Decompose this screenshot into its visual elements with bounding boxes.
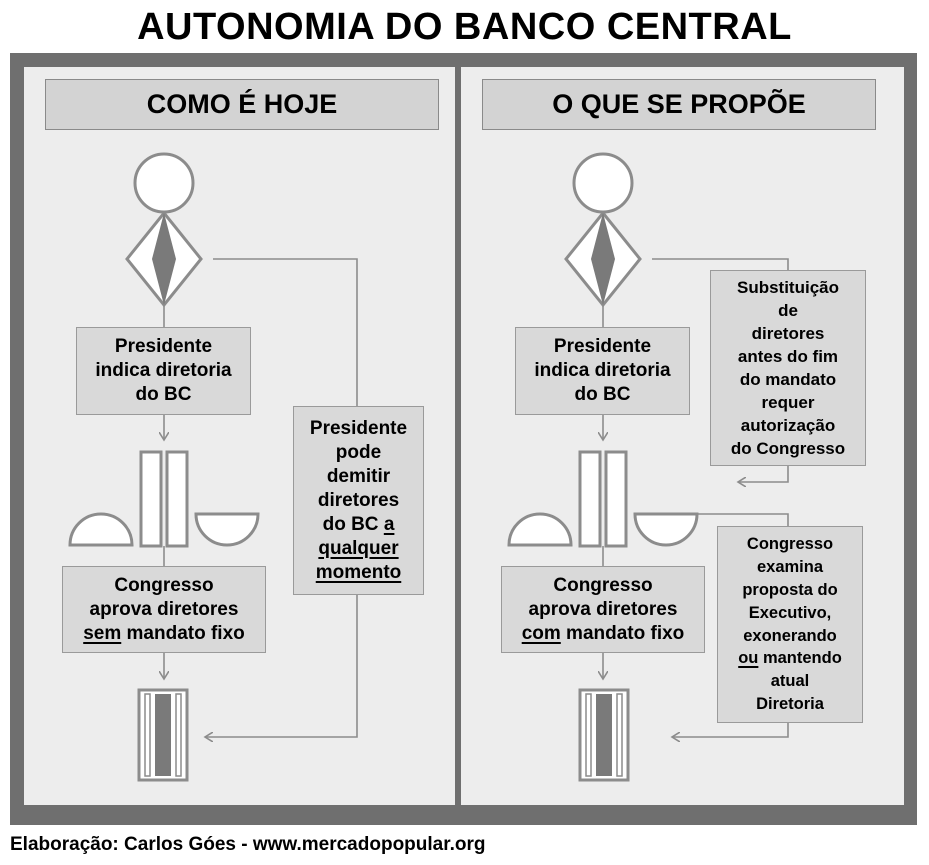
box-line: ou mantendo	[738, 647, 842, 670]
box-line: Presidente	[114, 336, 213, 357]
central-bank-icon-right	[578, 688, 630, 782]
congress-building-icon-left	[68, 450, 260, 548]
box-line: pode	[335, 441, 382, 463]
underlined-word-momento: momento	[315, 561, 402, 583]
box-president-appoints-left: Presidente indica diretoria do BC	[76, 327, 251, 415]
person-icon-right	[564, 152, 642, 308]
underlined-word-qualquer: qualquer	[318, 537, 399, 559]
box-line: do BC a	[310, 513, 407, 537]
box-president-dismiss: Presidente pode demitir diretores do BC …	[293, 406, 424, 595]
box-line: atual	[770, 672, 810, 691]
line-right-building-to-review	[680, 513, 789, 526]
box-line: examina	[756, 558, 824, 577]
box-line: indica diretoria	[534, 360, 671, 381]
box-line: Diretoria	[756, 694, 824, 713]
box-line: Substituição	[736, 278, 839, 297]
box-line-rest: mandato fixo	[560, 622, 685, 644]
box-line: indica diretoria	[95, 360, 232, 381]
box-replacement-requires-congress: Substituição de diretores antes do fim d…	[710, 270, 866, 466]
box-line: exonerando	[743, 626, 837, 645]
box-line: com mandato fixo	[522, 622, 685, 646]
line-left-president-to-dismiss	[213, 258, 358, 406]
underlined-word-a: a	[383, 513, 395, 535]
box-congress-reviews: Congresso examina proposta do Executivo,…	[717, 526, 863, 723]
box-line: Presidente	[553, 336, 652, 357]
box-line: sem mandato fixo	[83, 622, 245, 646]
box-line-plain: do BC	[322, 513, 384, 535]
box-line: do mandato	[739, 370, 837, 389]
box-line: proposta do	[742, 580, 838, 599]
box-line-rest: mantendo	[758, 649, 842, 668]
underlined-word-com: com	[521, 622, 561, 644]
box-line: do Congresso	[730, 439, 846, 458]
arrow-right-replace-to-building	[738, 466, 789, 482]
congress-building-icon-right	[507, 450, 699, 548]
box-line: antes do fim	[737, 347, 839, 366]
box-line: diretores	[317, 489, 400, 511]
box-congress-approves-right: Congresso aprova diretores com mandato f…	[501, 566, 705, 653]
page-title: AUTONOMIA DO BANCO CENTRAL	[137, 6, 792, 48]
box-congress-approves-left: Congresso aprova diretores sem mandato f…	[62, 566, 266, 653]
credit-line: Elaboração: Carlos Góes - www.mercadopop…	[10, 834, 486, 855]
box-line: momento	[310, 561, 407, 585]
box-line: do BC	[574, 384, 631, 405]
box-line: qualquer	[310, 537, 407, 561]
line-right-president-to-replace	[652, 258, 789, 270]
box-line: de	[778, 301, 798, 320]
box-line: aprova diretores	[528, 598, 678, 620]
underlined-word-ou: ou	[738, 649, 759, 668]
box-line: Congresso	[746, 535, 834, 554]
box-line: autorização	[740, 416, 836, 435]
box-line: demitir	[326, 465, 391, 487]
header-proposed: O QUE SE PROPÕE	[482, 79, 876, 130]
underlined-word-sem: sem	[83, 622, 122, 644]
box-line: do BC	[135, 384, 192, 405]
arrow-left-dismiss-to-bank	[205, 595, 358, 737]
box-line: requer	[761, 393, 815, 412]
central-bank-icon-left	[137, 688, 189, 782]
box-line: aprova diretores	[89, 598, 239, 620]
arrow-right-review-to-bank	[672, 723, 789, 737]
box-line-rest: mandato fixo	[121, 622, 245, 644]
header-current: COMO É HOJE	[45, 79, 439, 130]
box-line: diretores	[751, 324, 825, 343]
person-icon-left	[125, 152, 203, 308]
box-line: Executivo,	[748, 603, 832, 622]
box-president-appoints-right: Presidente indica diretoria do BC	[515, 327, 690, 415]
box-line: Congresso	[553, 574, 653, 596]
box-line: Presidente	[309, 417, 408, 439]
box-line: Congresso	[114, 574, 214, 596]
